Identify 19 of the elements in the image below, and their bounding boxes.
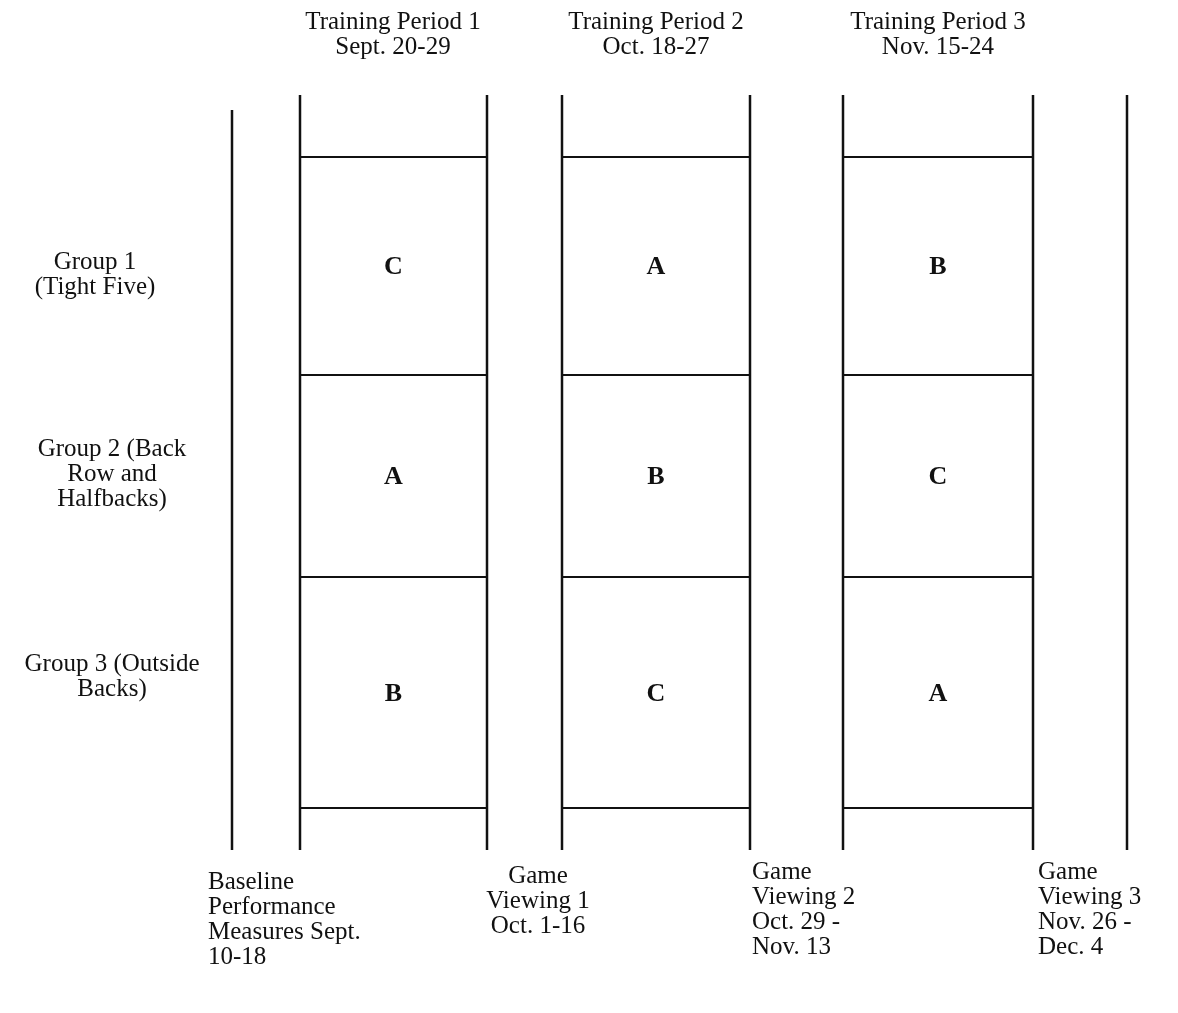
condition-letter: A bbox=[384, 461, 403, 491]
phase-label: Game Viewing 2 Oct. 29 - Nov. 13 bbox=[752, 858, 857, 958]
phase-label: Baseline Performance Measures Sept. 10-18 bbox=[208, 868, 362, 968]
phase-label: Game Viewing 3 Nov. 26 - Dec. 4 bbox=[1038, 858, 1143, 958]
period-heading: Training Period 3 Nov. 15-24 bbox=[849, 8, 1027, 58]
condition-letter: B bbox=[929, 251, 947, 281]
condition-letter: B bbox=[384, 677, 403, 708]
condition-letter: C bbox=[646, 677, 666, 708]
group-label: Group 3 (Outside Backs) bbox=[23, 650, 201, 700]
condition-letter: B bbox=[647, 461, 665, 491]
condition-letter: A bbox=[928, 677, 948, 708]
condition-letter: C bbox=[384, 251, 403, 281]
condition-letter: C bbox=[928, 461, 948, 491]
period-heading: Training Period 2 Oct. 18-27 bbox=[567, 8, 745, 58]
period-heading: Training Period 1 Sept. 20-29 bbox=[304, 8, 482, 58]
condition-letter: A bbox=[646, 251, 666, 281]
group-label: Group 2 (Back Row and Halfbacks) bbox=[36, 435, 188, 510]
group-label: Group 1 (Tight Five) bbox=[33, 248, 157, 298]
phase-label: Game Viewing 1 Oct. 1-16 bbox=[485, 862, 591, 937]
